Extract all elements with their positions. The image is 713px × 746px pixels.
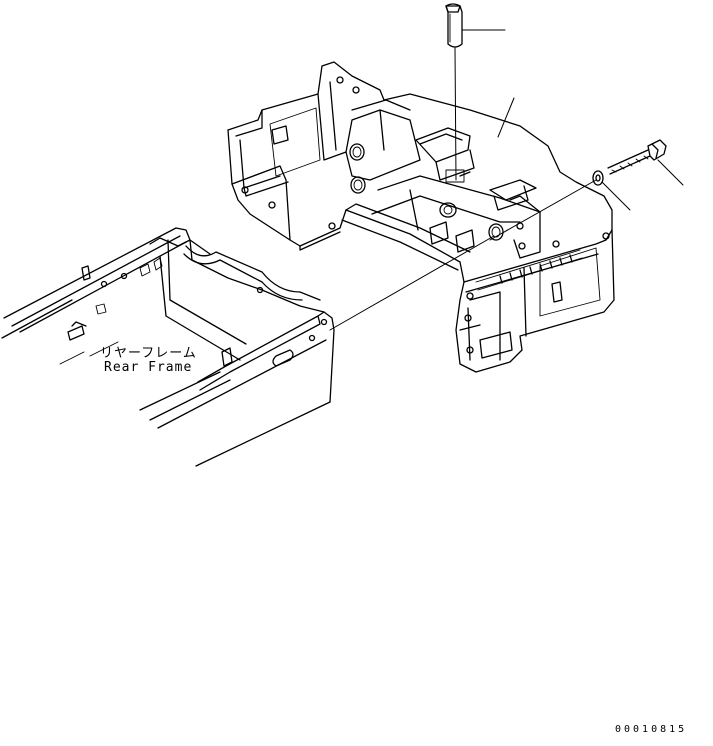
rear-frame-label-en: Rear Frame: [104, 360, 193, 375]
mount-axis-line: [329, 235, 495, 331]
drawing-code: 00010815: [615, 724, 688, 735]
counterweight-part: [227, 61, 615, 373]
bolt-part: [607, 139, 667, 175]
washer-leader: [601, 181, 631, 211]
bolt-leader: [657, 159, 684, 186]
rear-frame-part: [1, 227, 335, 467]
washer-part: [592, 170, 604, 186]
counterweight-leader: [497, 97, 515, 138]
pin-part: [445, 3, 463, 181]
rear-frame-label-jp: リヤーフレーム: [100, 346, 197, 361]
bolt-axis-line: [489, 179, 597, 241]
